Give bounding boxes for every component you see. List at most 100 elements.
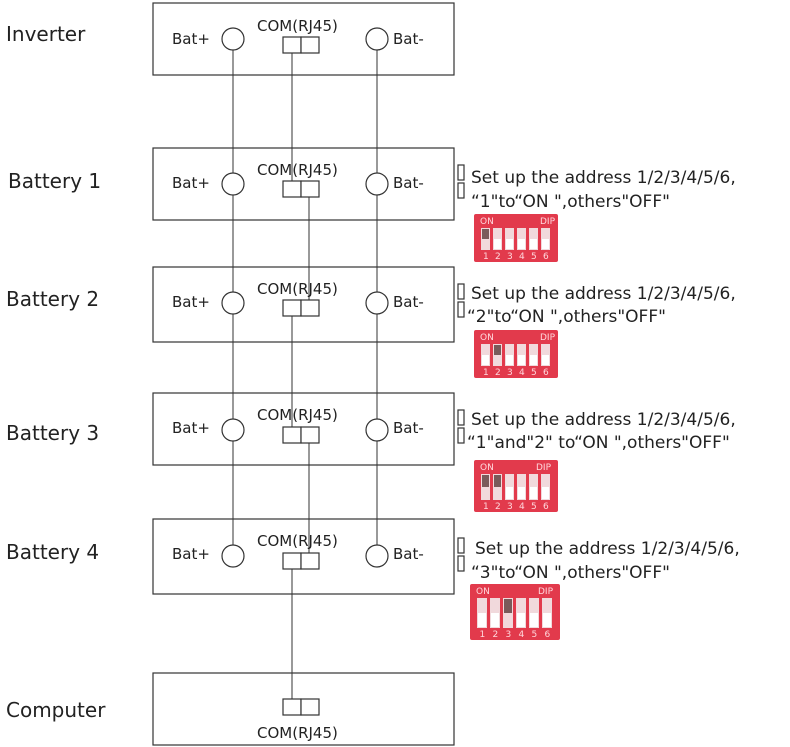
dip-number-label: 6: [543, 368, 549, 378]
battery4-com-label: COM(RJ45): [257, 532, 338, 550]
dip-switch-lever: [543, 613, 551, 627]
dip-switch-lever: [530, 487, 537, 499]
battery3-label: Battery 3: [6, 421, 99, 445]
battery3-bracket-top: [457, 409, 465, 426]
battery3-bat-pos-terminal: [221, 418, 245, 442]
battery2-bat-neg-terminal: [365, 291, 389, 315]
computer-com-port-right: [300, 698, 320, 716]
computer-com-port-left: [282, 698, 302, 716]
battery3-note-line1: Set up the address 1/2/3/4/5/6,: [471, 410, 736, 430]
dip-number-label: 5: [532, 630, 538, 640]
computer-label: Computer: [6, 698, 106, 722]
dip-number-label: 4: [519, 502, 525, 512]
battery3-bracket-bottom: [457, 427, 465, 444]
battery4-com-port-left: [282, 552, 302, 570]
battery2-bat-neg-label: Bat-: [393, 293, 424, 311]
battery3-com-port-left: [282, 426, 302, 444]
dip-number-label: 1: [483, 368, 489, 378]
dip-on-label: ON: [480, 333, 494, 343]
battery1-com-label: COM(RJ45): [257, 161, 338, 179]
inverter-bat-pos-label: Bat+: [172, 30, 210, 48]
battery1-label: Battery 1: [8, 169, 101, 193]
battery1-note-line2: “1"to“ON ",others"OFF": [471, 192, 670, 212]
dip-number-label: 6: [545, 630, 551, 640]
battery2-label: Battery 2: [6, 287, 99, 311]
dip-dip-label: DIP: [538, 587, 554, 597]
battery4-bracket-top: [457, 537, 465, 554]
dip-switch-lever: [542, 239, 549, 249]
battery1-com-port-right: [300, 180, 320, 198]
inverter-label: Inverter: [6, 22, 86, 46]
dip-dip-label: DIP: [540, 333, 556, 343]
dip-switch-lever: [494, 345, 501, 355]
battery1-note-line1: Set up the address 1/2/3/4/5/6,: [471, 168, 736, 188]
battery4-bracket-bottom: [457, 555, 465, 572]
dip-number-label: 2: [495, 502, 501, 512]
computer-com-label: COM(RJ45): [257, 724, 338, 742]
battery3-note-line2: “1"and"2" to“ON ",others"OFF": [467, 433, 730, 453]
inverter-bat-neg-label: Bat-: [393, 30, 424, 48]
battery1-bat-neg-label: Bat-: [393, 174, 424, 192]
dip-switch-lever: [482, 355, 489, 365]
battery1-bat-pos-label: Bat+: [172, 174, 210, 192]
dip-number-label: 6: [543, 252, 549, 262]
dip-switch-lever: [506, 239, 513, 249]
battery4-com-port-right: [300, 552, 320, 570]
dip-number-label: 1: [480, 630, 486, 640]
dip-dip-label: DIP: [536, 463, 552, 473]
battery4-note-line1: Set up the address 1/2/3/4/5/6,: [475, 539, 740, 559]
battery3-com-port-right: [300, 426, 320, 444]
dip-switch-lever: [530, 355, 537, 365]
dip-number-label: 6: [543, 502, 549, 512]
inverter-com-port-left: [282, 36, 302, 54]
battery1-bracket-top: [457, 164, 465, 181]
dip-number-label: 4: [519, 252, 525, 262]
dip-number-label: 3: [507, 252, 513, 262]
battery4-bat-pos-label: Bat+: [172, 545, 210, 563]
inverter-com-port-right: [300, 36, 320, 54]
dip-switch-lever: [506, 355, 513, 365]
battery4-label: Battery 4: [6, 540, 99, 564]
dip-switch-lever: [491, 613, 499, 627]
battery4-bat-neg-label: Bat-: [393, 545, 424, 563]
dip-number-label: 5: [531, 252, 537, 262]
dip-number-label: 1: [483, 502, 489, 512]
battery1-bracket-bottom: [457, 182, 465, 199]
dip-switch-lever: [494, 239, 501, 249]
battery4-bat-pos-terminal: [221, 544, 245, 568]
dip-number-label: 3: [507, 368, 513, 378]
battery1-bat-neg-terminal: [365, 172, 389, 196]
battery3-com-label: COM(RJ45): [257, 406, 338, 424]
dip-number-label: 2: [493, 630, 499, 640]
battery2-bracket-top: [457, 283, 465, 300]
dip-switch-lever: [530, 613, 538, 627]
battery2-bat-pos-label: Bat+: [172, 293, 210, 311]
battery1-com-port-left: [282, 180, 302, 198]
battery1-bat-pos-terminal: [221, 172, 245, 196]
battery2-com-port-left: [282, 299, 302, 317]
dip-switch-lever: [518, 355, 525, 365]
battery2-bracket-bottom: [457, 301, 465, 318]
dip-switch-lever: [530, 239, 537, 249]
battery2-com-port-right: [300, 299, 320, 317]
battery3-bat-neg-label: Bat-: [393, 419, 424, 437]
dip-switch-lever: [494, 475, 501, 487]
dip-on-label: ON: [480, 217, 494, 227]
dip-switch-lever: [542, 355, 549, 365]
dip-number-label: 5: [531, 368, 537, 378]
dip-switch-lever: [518, 239, 525, 249]
dip-switch-lever: [504, 599, 512, 613]
dip-switch-lever: [506, 487, 513, 499]
battery3-bat-neg-terminal: [365, 418, 389, 442]
dip-switch-lever: [482, 229, 489, 239]
dip-switch-lever: [517, 613, 525, 627]
battery2-note-line1: Set up the address 1/2/3/4/5/6,: [471, 284, 736, 304]
inverter-bat-pos-terminal: [221, 27, 245, 51]
dip-number-label: 2: [495, 252, 501, 262]
dip-switch-lever: [542, 487, 549, 499]
